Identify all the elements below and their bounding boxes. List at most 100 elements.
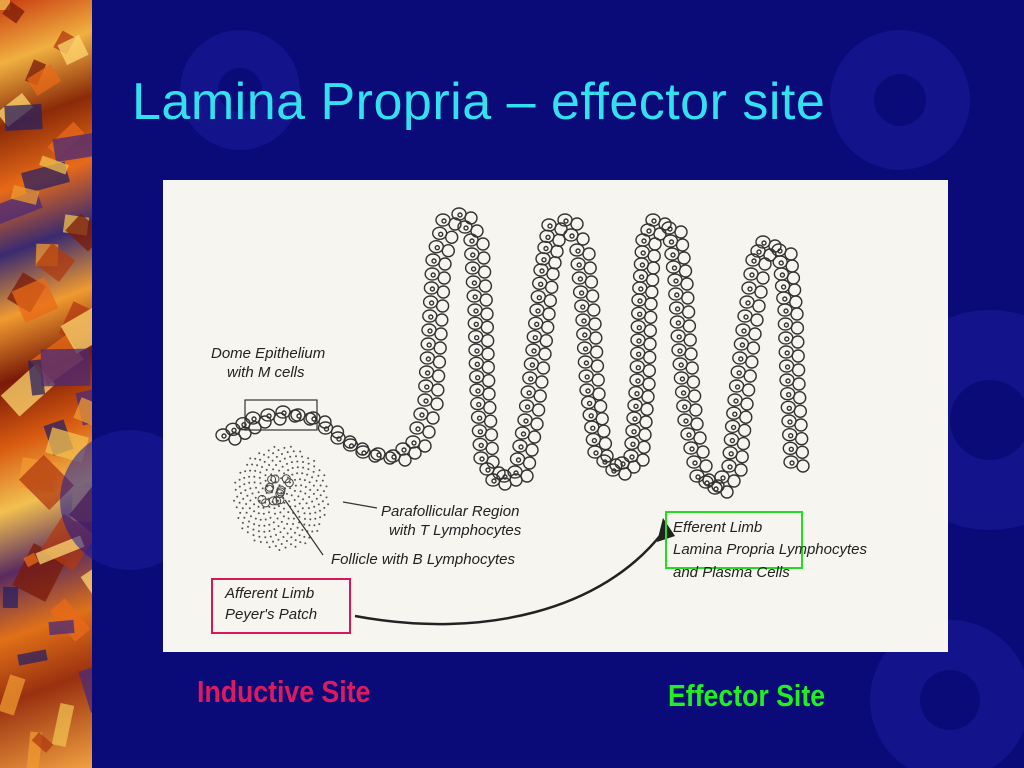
epithelial-cell <box>737 423 752 438</box>
b-lymphocyte <box>284 478 294 488</box>
follicle-dot <box>282 536 285 538</box>
epithelial-cell <box>674 225 688 239</box>
afferent-limb-box <box>211 578 351 634</box>
epithelial-cell <box>481 347 495 361</box>
follicle-dot <box>269 516 272 519</box>
cell-nucleus <box>491 478 497 484</box>
follicle-dot <box>307 457 310 460</box>
follicle-dot <box>307 507 310 510</box>
follicle-dot <box>306 473 309 476</box>
follicle-dot <box>267 449 270 452</box>
cell-nucleus <box>473 308 479 314</box>
follicle-dot <box>244 489 247 492</box>
follicle-dot <box>299 541 302 544</box>
epithelial-cell <box>541 320 555 335</box>
follicle-dot <box>283 446 286 449</box>
cell-nucleus <box>593 450 599 456</box>
strip-block <box>0 0 10 10</box>
cell-nucleus <box>674 306 681 312</box>
follicle-dot <box>263 460 266 463</box>
epithelial-cell <box>426 411 440 425</box>
cell-nucleus <box>563 218 569 224</box>
epithelial-cell <box>588 317 602 331</box>
epithelial-cell <box>436 285 451 299</box>
cell-nucleus <box>620 461 626 467</box>
follicle-dot <box>257 530 260 533</box>
cell-nucleus <box>581 318 587 324</box>
follicle-dot <box>309 518 312 521</box>
cell-nucleus <box>477 429 484 435</box>
follicle-dot <box>309 512 312 515</box>
cell-nucleus <box>611 468 617 474</box>
cell-nucleus <box>590 425 596 431</box>
epithelial-cell <box>531 403 546 417</box>
follicle-dot <box>285 492 288 495</box>
epithelial-cell <box>482 387 496 401</box>
follicle-dot <box>308 496 311 498</box>
epithelial-cell <box>685 361 699 375</box>
epithelial-cell <box>677 251 691 265</box>
cell-nucleus <box>591 437 598 444</box>
follicle-dot <box>279 531 282 534</box>
cell-nucleus <box>639 262 646 268</box>
follicle-dot <box>249 499 252 502</box>
follicle-dot <box>302 498 305 501</box>
cell-nucleus <box>736 370 742 376</box>
cell-nucleus <box>631 428 637 435</box>
label-with-t-lymphocytes: with T Lymphocytes <box>389 522 522 539</box>
cell-nucleus <box>520 431 527 437</box>
follicle-dot <box>307 468 310 471</box>
follicle-dot <box>248 481 251 484</box>
migration-arrow <box>354 531 664 626</box>
follicle-dot <box>287 511 290 514</box>
cell-nucleus <box>695 474 701 480</box>
follicle-dot <box>256 464 259 467</box>
follicle-dot <box>246 494 249 497</box>
epithelial-cell <box>636 453 650 467</box>
follicle-dot <box>275 455 278 458</box>
follicle-dot <box>286 522 289 525</box>
follicle-dot <box>325 485 328 488</box>
follicle-dot <box>234 488 237 491</box>
b-lymphocyte <box>275 489 285 499</box>
follicle-dot <box>261 487 264 490</box>
cell-nucleus <box>576 262 582 268</box>
follicle-dot <box>321 500 324 503</box>
follicle-dot <box>258 452 261 455</box>
follicle-dot <box>312 484 315 487</box>
epithelial-cell <box>791 349 805 363</box>
epithelial-cell <box>431 383 445 397</box>
cell-nucleus <box>401 447 407 453</box>
epithelial-cell <box>758 257 772 271</box>
follicle-dot <box>299 450 302 453</box>
cell-nucleus <box>720 475 726 481</box>
follicle-dot <box>319 484 322 487</box>
cell-nucleus <box>745 300 751 306</box>
cell-nucleus <box>584 374 590 380</box>
epithelial-cell <box>795 432 809 446</box>
epithelial-cell <box>678 264 693 278</box>
follicle-dot <box>298 534 301 537</box>
follicle-dot <box>308 536 311 539</box>
cell-nucleus <box>739 342 746 348</box>
epithelial-cell <box>711 479 725 493</box>
follicle-dot <box>259 482 262 485</box>
epithelial-cell <box>520 469 534 483</box>
epithelial-cell <box>681 305 696 319</box>
cell-nucleus <box>713 486 719 492</box>
follicle-dot <box>258 499 261 502</box>
cell-nucleus <box>428 300 435 306</box>
cell-nucleus <box>682 404 688 410</box>
label-afferent-limb: Afferent Limb <box>225 585 315 602</box>
follicle-dot <box>264 518 267 521</box>
cell-nucleus <box>221 433 227 439</box>
cell-nucleus <box>539 268 545 274</box>
epithelial-cell <box>533 389 547 403</box>
cell-nucleus <box>578 290 585 296</box>
follicle-dot <box>283 472 286 475</box>
epithelial-cell <box>794 418 808 432</box>
follicle-dot <box>314 517 317 520</box>
cell-nucleus <box>692 460 698 466</box>
epithelial-cell <box>481 333 495 348</box>
